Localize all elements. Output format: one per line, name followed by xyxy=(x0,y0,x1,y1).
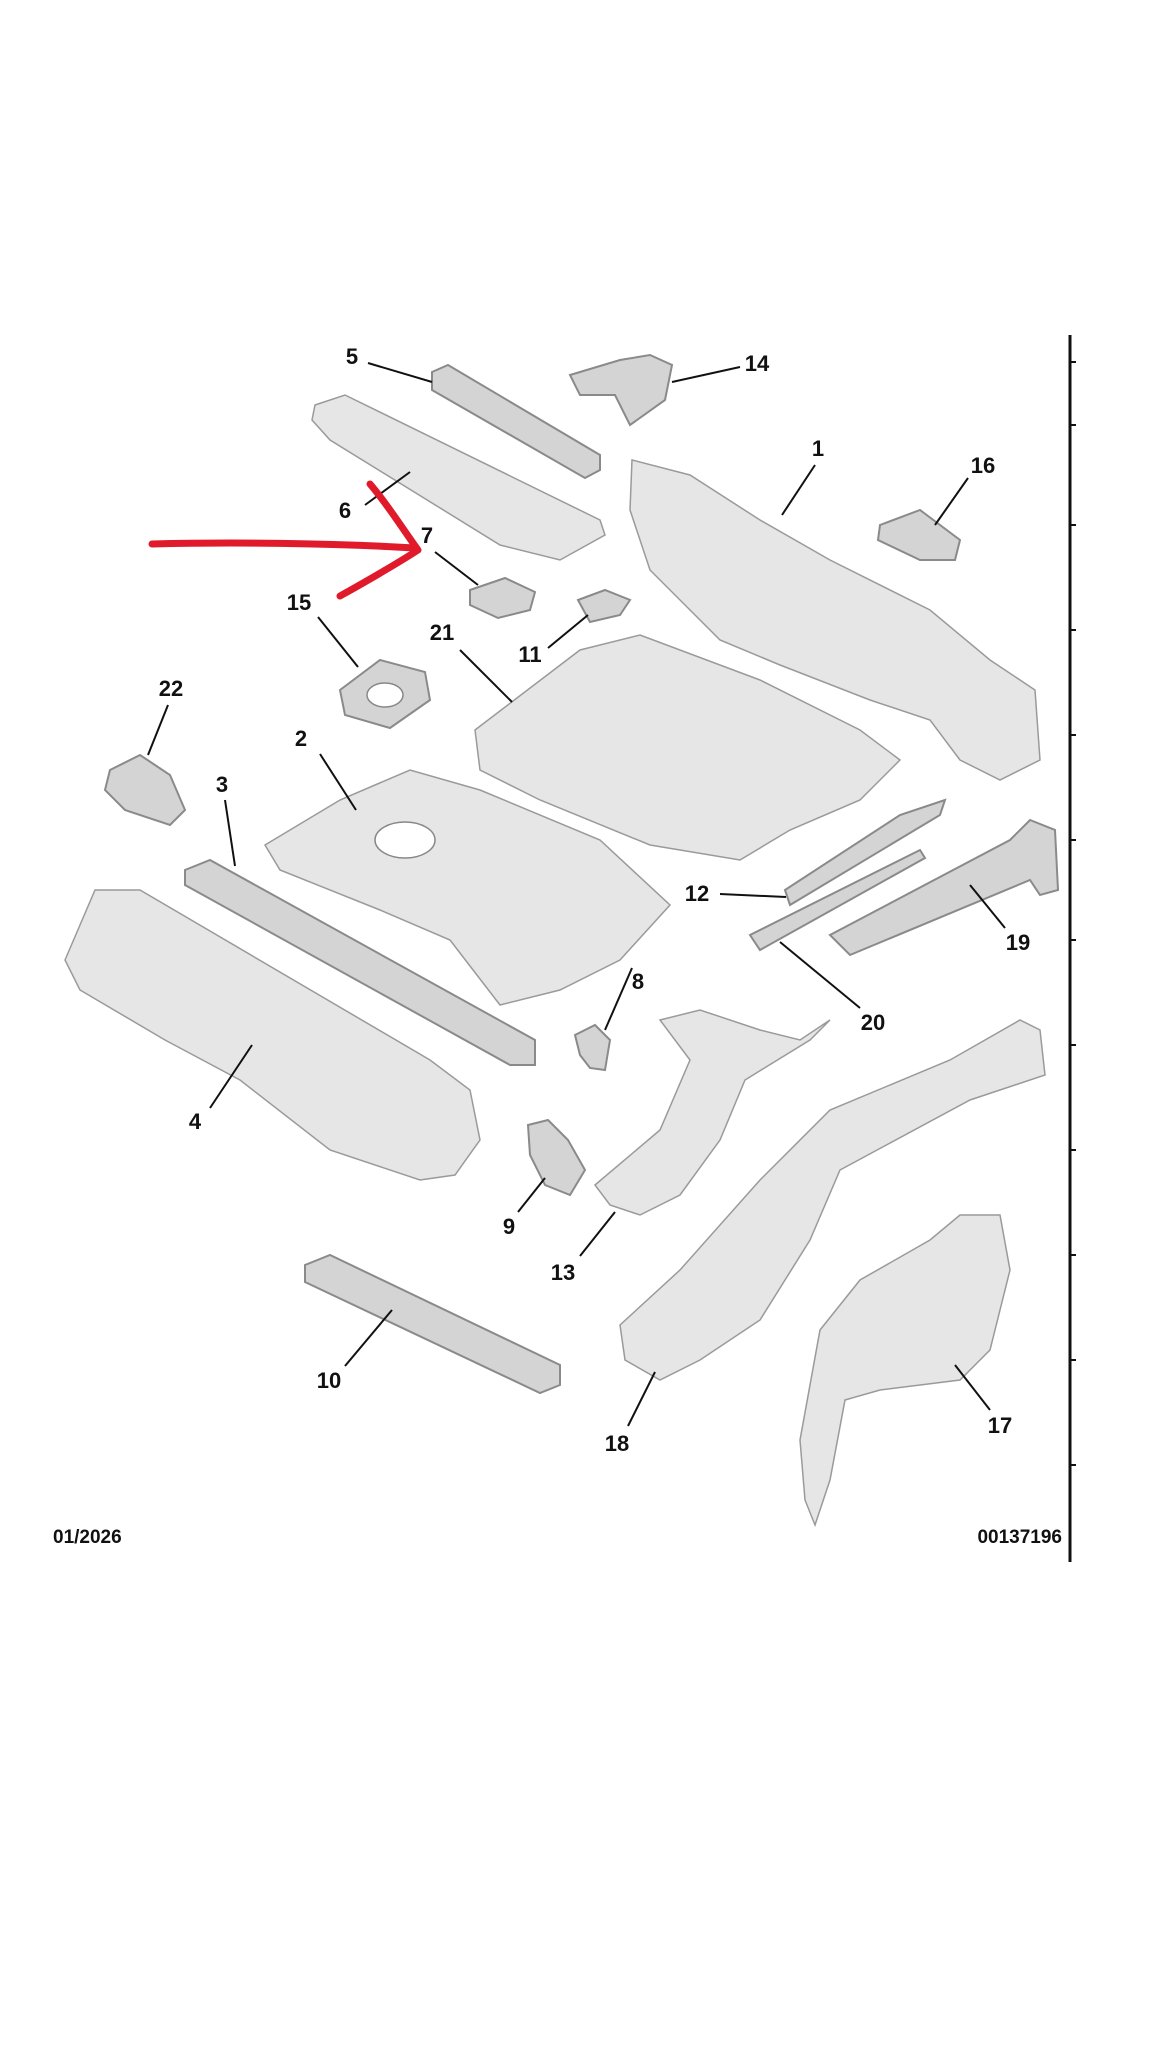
label-18: 18 xyxy=(605,1431,629,1456)
label-8: 8 xyxy=(632,969,644,994)
part-3-crossmember xyxy=(184,858,536,1066)
part-8-bracket xyxy=(573,1023,612,1072)
part-14-bracket xyxy=(568,353,674,427)
part-18-side-rail xyxy=(619,1019,1046,1381)
label-22: 22 xyxy=(159,676,183,701)
frame-ruler xyxy=(1068,335,1076,1562)
part-20-rail xyxy=(748,848,927,952)
label-16: 16 xyxy=(971,453,995,478)
label-3: 3 xyxy=(216,772,228,797)
label-9: 9 xyxy=(503,1214,515,1239)
label-17: 17 xyxy=(988,1413,1012,1438)
date-code: 01/2026 xyxy=(53,1527,122,1548)
label-11: 11 xyxy=(518,642,541,667)
label-6: 6 xyxy=(339,498,351,523)
label-14: 14 xyxy=(745,351,770,376)
part-4-rear-panel xyxy=(64,889,481,1181)
label-2: 2 xyxy=(295,726,307,751)
label-19: 19 xyxy=(1006,930,1030,955)
part-22-bracket xyxy=(103,753,187,827)
part-10-crossmember xyxy=(304,1253,561,1395)
part-16-plate xyxy=(876,508,962,561)
part-13-rail xyxy=(593,1009,831,1216)
label-12: 12 xyxy=(685,881,709,906)
part-5-crossmember xyxy=(431,363,601,480)
label-1: 1 xyxy=(812,436,824,461)
leader-lines xyxy=(147,362,1006,1427)
part-11-bracket xyxy=(576,588,632,624)
diagram-number: 00137196 xyxy=(977,1527,1062,1548)
label-7: 7 xyxy=(421,523,433,548)
part-9-bracket xyxy=(526,1118,587,1197)
part-21-floor-panel xyxy=(474,634,902,861)
part-1-rear-panel xyxy=(629,459,1041,781)
part-labels: 1 2 3 4 5 6 7 8 9 10 11 12 13 14 15 16 1… xyxy=(159,344,1030,1456)
part-15-plate xyxy=(338,658,432,730)
part-12-reinforcement xyxy=(783,798,947,907)
part-6-rail xyxy=(311,394,606,561)
part-19-rail xyxy=(828,818,1060,957)
label-5: 5 xyxy=(346,344,358,369)
label-21: 21 xyxy=(430,620,454,645)
label-10: 10 xyxy=(317,1368,341,1393)
label-13: 13 xyxy=(551,1260,575,1285)
label-15: 15 xyxy=(287,590,311,615)
part-17-wheel-arch xyxy=(799,1214,1011,1528)
label-20: 20 xyxy=(861,1010,885,1035)
red-arrow-annotation xyxy=(148,480,422,600)
label-4: 4 xyxy=(189,1109,202,1134)
part-7-bracket xyxy=(469,576,537,620)
part-2-floor-panel xyxy=(263,769,672,1006)
